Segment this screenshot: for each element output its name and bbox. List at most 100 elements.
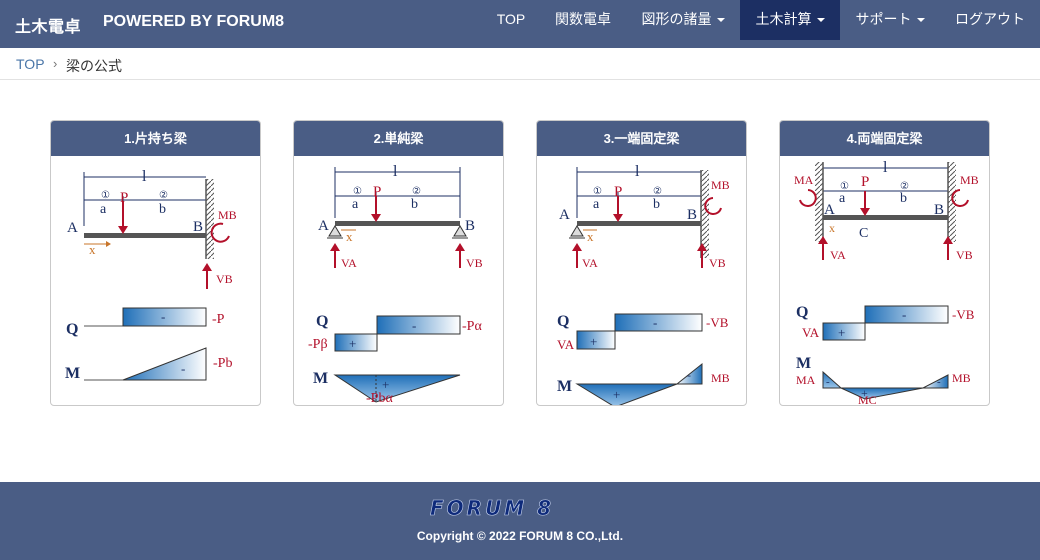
shear-positive-block	[334, 333, 378, 352]
nav-shape-properties-dropdown[interactable]: 図形の諸量	[630, 0, 736, 40]
load-arrow-icon	[860, 208, 870, 216]
fixed-support	[206, 179, 214, 259]
beam-card-fixed-one-end[interactable]: 3.一端固定梁 l ① ② a b P A B x MB VA VB Q +	[536, 120, 747, 406]
x-label: x	[346, 229, 353, 244]
beam	[335, 221, 460, 226]
cantilever-beam-diagram: l ① ② a b P A B x MB VB Q - -P M - -Pb	[65, 168, 237, 382]
moment-m-label: M	[313, 370, 328, 387]
length-label: l	[883, 159, 888, 176]
load-arrow-icon	[118, 226, 128, 234]
load-p-label: P	[120, 190, 128, 206]
moment-arrow-right-icon	[951, 189, 969, 207]
moment-mb-label: MB	[711, 178, 730, 192]
shear-negative-sign: -	[902, 307, 906, 322]
reaction-arrow-icon	[572, 243, 582, 251]
beam	[823, 215, 948, 220]
b-label: b	[159, 202, 166, 217]
point-c-label: C	[859, 226, 868, 241]
moment-m-label: M	[796, 355, 811, 372]
length-label: l	[142, 168, 147, 185]
x-label: x	[829, 221, 835, 235]
shear-positive-sign: +	[590, 334, 597, 349]
logo-text: FORUM 8	[430, 498, 554, 520]
brand-logo[interactable]: 土木電卓	[15, 19, 82, 36]
moment-sign: -	[181, 361, 185, 376]
shear-diagram	[122, 307, 207, 327]
shear-positive-block	[822, 322, 866, 341]
breadcrumb-current: 梁の公式	[66, 58, 122, 74]
b-label: b	[411, 197, 418, 212]
nav-function-calculator-label: 関数電卓	[555, 11, 611, 27]
caret-down-icon	[716, 18, 725, 23]
breadcrumb: TOP › 梁の公式	[0, 48, 1040, 80]
caret-down-icon	[816, 18, 825, 23]
reaction-va-label: VA	[830, 248, 846, 262]
shear-q-label: Q	[316, 313, 328, 330]
b-label: b	[900, 191, 907, 206]
reaction-va-label: VA	[582, 256, 598, 270]
moment-mid-sign: +	[861, 386, 868, 400]
moment-value-label: MB	[711, 371, 730, 385]
shear-positive-sign: +	[838, 325, 845, 340]
moment-mc-value-label: MC	[858, 393, 877, 405]
moment-mb-label: MB	[218, 208, 237, 222]
shear-positive-value-label: -Pβ	[308, 337, 328, 352]
moment-mb-label: MB	[960, 173, 979, 187]
shear-q-label: Q	[796, 304, 808, 321]
beam	[577, 221, 701, 226]
shear-q-label: Q	[557, 313, 569, 330]
moment-negative-sign: -	[687, 368, 691, 382]
segment-1-label: ①	[593, 186, 602, 197]
nav-top[interactable]: TOP	[484, 0, 538, 40]
breadcrumb-home-link[interactable]: TOP	[16, 56, 45, 72]
reaction-arrow-icon	[697, 243, 707, 251]
reaction-arrow-icon	[330, 243, 340, 251]
shear-positive-sign: +	[349, 336, 356, 351]
segment-2-label: ②	[900, 181, 909, 192]
moment-positive-sign: +	[613, 387, 620, 402]
beam-card-cantilever[interactable]: 1.片持ち梁 l ① ② a b P A B x MB VB Q - -P M	[50, 120, 261, 406]
moment-diagram	[333, 374, 461, 403]
point-b-label: B	[934, 202, 944, 218]
simple-beam-diagram: l ① ② a b P A B x VA VB Q + - -Pα -Pβ M …	[308, 163, 483, 405]
moment-positive-region	[575, 383, 678, 405]
copyright-text: Copyright © 2022 FORUM 8 CO.,Ltd.	[416, 529, 624, 543]
reaction-vb-label: VB	[466, 256, 483, 270]
pin-support-icon	[570, 225, 584, 237]
nav-civil-calculation-dropdown[interactable]: 土木計算	[740, 0, 840, 40]
shear-negative-value-label: -VB	[952, 307, 975, 322]
beam-card-fixed-both-ends[interactable]: 4.両端固定梁 l ① ② a b P A B C x MA MB VA VB …	[779, 120, 990, 406]
point-b-label: B	[193, 219, 203, 235]
reaction-arrow-icon	[455, 243, 465, 251]
card-title: 2.単純梁	[294, 121, 503, 156]
reaction-arrow-icon	[202, 263, 212, 271]
segment-2-label: ②	[653, 186, 662, 197]
load-arrow-icon	[613, 214, 623, 222]
length-label: l	[393, 163, 398, 180]
nav-shape-properties-label: 図形の諸量	[641, 11, 712, 27]
a-label: a	[593, 197, 600, 212]
point-a-label: A	[318, 218, 329, 234]
segment-2-label: ②	[412, 186, 421, 197]
moment-m-label: M	[557, 378, 572, 395]
caret-down-icon	[916, 18, 925, 23]
reaction-vb-label: VB	[709, 256, 726, 270]
nav-logout[interactable]: ログアウト	[944, 0, 1036, 40]
load-p-label: P	[614, 184, 622, 200]
moment-mb-value-label: MB	[952, 371, 971, 385]
forum8-logo: FORUM 8	[430, 498, 554, 520]
nav-support-dropdown[interactable]: サポート	[843, 0, 937, 40]
fixed-support-left	[815, 162, 823, 242]
shear-negative-value-label: -VB	[706, 315, 729, 330]
moment-ma-value-label: MA	[796, 373, 816, 387]
b-label: b	[653, 197, 660, 212]
shear-positive-value-label: VA	[802, 325, 820, 340]
shear-positive-block	[576, 330, 616, 350]
moment-ma-label: MA	[794, 173, 814, 187]
nav-logout-label: ログアウト	[955, 11, 1025, 27]
x-axis-arrow-icon	[106, 241, 111, 247]
moment-sign: +	[382, 377, 389, 392]
beam-card-simple[interactable]: 2.単純梁 l ① ② a b P A B x VA VB Q + - -P	[293, 120, 504, 406]
moment-left-sign: -	[826, 376, 830, 388]
nav-function-calculator[interactable]: 関数電卓	[542, 0, 624, 40]
